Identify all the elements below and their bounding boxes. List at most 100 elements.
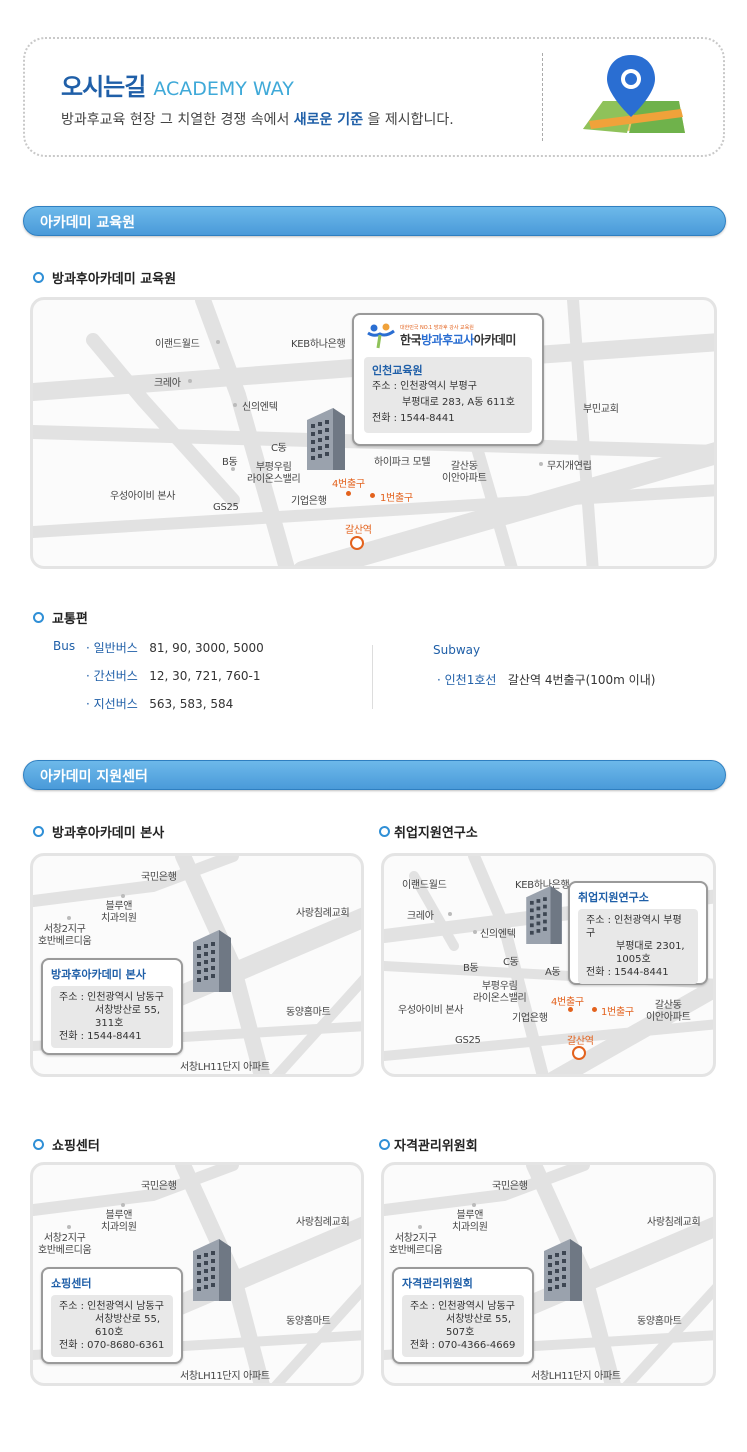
map-label: 사랑침례교회: [647, 1217, 701, 1228]
station-marker-icon: [350, 536, 364, 550]
address-line: 311호: [95, 1018, 124, 1029]
building-icon: [526, 886, 562, 944]
address-box: 인천교육원 주소 : 인천광역시 부평구 부평대로 283, A동 611호 전…: [364, 357, 532, 433]
callout-title: 인천교육원: [372, 364, 423, 377]
map-dot: [216, 340, 220, 344]
map-pin-icon: [583, 55, 685, 133]
job-callout: 취업지원연구소 주소 : 인천광역시 부평구 부평대로 2301, 1005호 …: [568, 881, 708, 985]
logo-text: 대한민국 NO.1 방과후 강사 교육원 한국방과후교사아카데미: [400, 324, 516, 348]
map-label: A동: [545, 967, 561, 978]
address-line: 서창방산로 55,: [95, 1005, 161, 1016]
map-dot: [188, 379, 192, 383]
map-label: 크레아: [407, 911, 434, 922]
map-label: 서창LH11단지 아파트: [180, 1371, 270, 1382]
map-label: 기업은행: [512, 1013, 548, 1024]
label-line: 서창2지구: [394, 1233, 437, 1244]
map-dot: [448, 912, 452, 916]
label-line: 블루앤: [456, 1210, 484, 1221]
map-label: B동: [222, 457, 238, 468]
map-label: 신의엔텍: [480, 929, 516, 940]
bullet-ring-icon: [379, 1139, 390, 1150]
address-line: 1005호: [616, 954, 651, 965]
map-label: B동: [463, 963, 479, 974]
map-label: KEB하나은행: [515, 880, 570, 891]
label-line: 이안아파트: [646, 1012, 691, 1023]
section-title: 아카데미 교육원: [40, 215, 136, 231]
section-title: 아카데미 지원센터: [40, 769, 148, 785]
heading-edu-center: 방과후아카데미 교육원: [33, 268, 176, 287]
map-label: 우성아이비 본사: [398, 1005, 464, 1016]
address-line: 주소 : 인천광역시 남동구: [59, 1301, 164, 1312]
shop-callout: 쇼핑센터 주소 : 인천광역시 남동구 서창방산로 55, 610호 전화 : …: [41, 1267, 183, 1364]
map-label: 서창LH11단지 아파트: [180, 1062, 270, 1073]
building-icon: [193, 1239, 231, 1301]
exit-dot: [370, 493, 375, 498]
phone-line: 전화 : 1544-8441: [372, 413, 455, 424]
map-dot: [67, 1225, 71, 1229]
station-label: 갈산역: [345, 525, 372, 536]
bullet-ring-icon: [379, 826, 390, 837]
station-marker-icon: [572, 1046, 586, 1060]
map-label: 이랜드월드: [155, 339, 200, 350]
callout-title: 방과후아카데미 본사: [51, 968, 146, 981]
address-line: 507호: [446, 1327, 475, 1338]
academy-logo-icon: [367, 323, 395, 349]
address-box: 주소 : 인천광역시 남동구 서창방산로 55, 311호 전화 : 1544-…: [51, 986, 173, 1048]
map-label: 국민은행: [141, 872, 177, 883]
transport-divider: [372, 645, 373, 709]
map-dot: [67, 916, 71, 920]
map-dot: [121, 1203, 125, 1207]
bullet-ring-icon: [33, 272, 44, 283]
phone-line: 전화 : 1544-8441: [586, 967, 669, 978]
bus-routes: 12, 30, 721, 760-1: [149, 669, 261, 683]
heading-text: 쇼핑센터: [52, 1139, 100, 1154]
map-label: 우성아이비 본사: [110, 491, 176, 502]
heading-text: 취업지원연구소: [394, 826, 478, 841]
address-line: 주소 : 인천광역시 부평구: [586, 915, 682, 939]
section-bar-support: 아카데미 지원센터: [23, 760, 726, 790]
address-box: 주소 : 인천광역시 부평구 부평대로 2301, 1005호 전화 : 154…: [578, 909, 698, 984]
label-line: 호반베르디움: [38, 936, 92, 947]
bus-routes: 81, 90, 3000, 5000: [149, 641, 264, 655]
subtitle-pre: 방과후교육 현장 그 치열한 경쟁 속에서: [61, 112, 290, 128]
logo-tagline: 대한민국 NO.1 방과후 강사 교육원: [400, 325, 474, 331]
exit-1-label: 1번출구: [601, 1007, 634, 1018]
map-label: 부민교회: [583, 404, 619, 415]
heading-shop: 쇼핑센터: [33, 1135, 100, 1154]
logo-part: 방과후교사: [421, 333, 474, 347]
label-line: 부평우림: [255, 462, 292, 473]
map-label: KEB하나은행: [291, 339, 346, 350]
hq-callout: 방과후아카데미 본사 주소 : 인천광역시 남동구 서창방산로 55, 311호…: [41, 958, 183, 1055]
label-line: 호반베르디움: [389, 1245, 443, 1256]
map-label: 사랑침례교회: [296, 908, 350, 919]
exit-4-label: 4번출구: [332, 479, 365, 490]
callout-title: 취업지원연구소: [578, 891, 649, 904]
header-divider: [542, 53, 543, 141]
heading-text: 교통편: [52, 612, 88, 627]
label-line: 라이온스밸리: [247, 474, 301, 485]
label-line: 호반베르디움: [38, 1245, 92, 1256]
logo-part: 아카데미: [473, 333, 517, 347]
map-dot: [472, 1203, 476, 1207]
address-line: 부평대로 283, A동 611호: [402, 397, 515, 408]
map-label: C동: [271, 443, 287, 454]
bus-row-3: · 지선버스 563, 583, 584: [86, 695, 233, 712]
map-dot: [418, 1225, 422, 1229]
subtitle-highlight: 새로운 기준: [293, 112, 364, 128]
bus-type: · 간선버스: [86, 669, 138, 683]
map-label: 국민은행: [141, 1181, 177, 1192]
bus-type: · 지선버스: [86, 697, 138, 711]
station-label: 갈산역: [567, 1036, 594, 1047]
map-label: C동: [503, 957, 519, 968]
